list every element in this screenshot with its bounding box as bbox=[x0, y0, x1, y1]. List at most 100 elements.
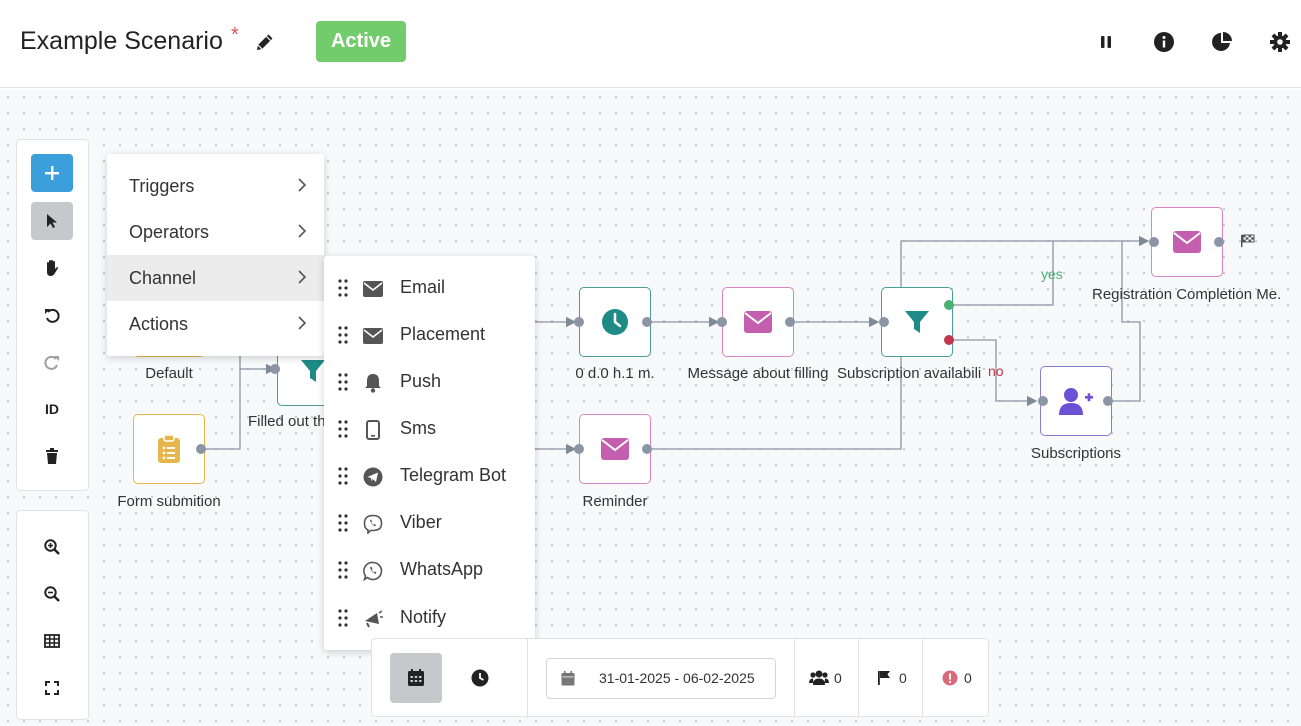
calendar-view-button[interactable] bbox=[390, 653, 442, 703]
node-filter1-label: Filled out th bbox=[248, 413, 326, 430]
node-subscriptions-label: Subscriptions bbox=[1030, 445, 1122, 462]
port-in[interactable] bbox=[574, 317, 584, 327]
divider bbox=[527, 639, 528, 718]
zoom-toolbar bbox=[16, 510, 89, 720]
port-out[interactable] bbox=[642, 317, 652, 327]
submenu-item-label: Placement bbox=[400, 324, 486, 344]
chevron-right-icon bbox=[298, 224, 306, 238]
gear-icon[interactable] bbox=[1268, 30, 1292, 54]
pie-chart-icon[interactable] bbox=[1210, 30, 1234, 54]
zoom-out-button[interactable] bbox=[31, 575, 73, 613]
port-in[interactable] bbox=[270, 364, 280, 374]
add-node-menu: Triggers Operators Channel Actions bbox=[107, 154, 324, 356]
drag-handle-icon bbox=[338, 279, 348, 297]
port-out[interactable] bbox=[1214, 237, 1224, 247]
menu-item-actions[interactable]: Actions bbox=[107, 301, 324, 347]
left-toolbar: ID bbox=[16, 139, 89, 491]
divider bbox=[858, 639, 859, 718]
zoom-out-icon bbox=[44, 586, 60, 602]
node-reminder[interactable] bbox=[579, 414, 651, 484]
time-view-button[interactable] bbox=[454, 653, 506, 703]
select-tool-button[interactable] bbox=[31, 202, 73, 240]
menu-item-operators[interactable]: Operators bbox=[107, 209, 324, 255]
port-in[interactable] bbox=[1038, 396, 1048, 406]
unsaved-marker: * bbox=[231, 24, 239, 46]
port-in[interactable] bbox=[879, 317, 889, 327]
clock-icon bbox=[471, 669, 489, 687]
filter-icon bbox=[301, 360, 325, 382]
date-range-value: 31-01-2025 - 06-02-2025 bbox=[599, 670, 755, 686]
pan-tool-button[interactable] bbox=[31, 249, 73, 287]
id-toggle-button[interactable]: ID bbox=[31, 390, 73, 428]
submenu-item-label: Notify bbox=[400, 607, 447, 627]
plus-icon bbox=[45, 166, 59, 180]
status-badge[interactable]: Active bbox=[316, 21, 406, 62]
envelope-icon bbox=[362, 278, 384, 300]
drag-handle-icon bbox=[338, 514, 348, 532]
fullscreen-button[interactable] bbox=[31, 669, 73, 707]
port-yes[interactable] bbox=[944, 300, 954, 310]
port-out[interactable] bbox=[196, 444, 206, 454]
node-delay[interactable] bbox=[579, 287, 651, 357]
submenu-item-label: Push bbox=[400, 371, 442, 391]
submenu-item-whatsapp[interactable]: WhatsApp bbox=[324, 547, 535, 594]
port-in[interactable] bbox=[717, 317, 727, 327]
menu-item-label: Operators bbox=[129, 221, 210, 242]
calendar-icon bbox=[408, 669, 424, 686]
chevron-right-icon bbox=[298, 316, 306, 330]
date-range-picker[interactable]: 31-01-2025 - 06-02-2025 bbox=[546, 658, 776, 699]
divider bbox=[794, 639, 795, 718]
menu-item-triggers[interactable]: Triggers bbox=[107, 163, 324, 209]
info-icon[interactable] bbox=[1152, 30, 1176, 54]
submenu-item-email[interactable]: Email bbox=[324, 265, 535, 312]
node-reminder-label: Reminder bbox=[582, 493, 648, 510]
grid-button[interactable] bbox=[31, 622, 73, 660]
submenu-item-push[interactable]: Push bbox=[324, 359, 535, 406]
drag-handle-icon bbox=[338, 326, 348, 344]
divider bbox=[922, 639, 923, 718]
menu-item-channel[interactable]: Channel bbox=[107, 255, 324, 301]
node-filter2-label: Subscription availabili bbox=[837, 365, 982, 382]
node-form-submission[interactable] bbox=[133, 414, 205, 484]
add-button[interactable] bbox=[31, 154, 73, 192]
node-default-label: Default bbox=[145, 365, 193, 382]
port-no[interactable] bbox=[944, 335, 954, 345]
submenu-item-viber[interactable]: Viber bbox=[324, 500, 535, 547]
submenu-item-placement[interactable]: Placement bbox=[324, 312, 535, 359]
flag-icon bbox=[878, 671, 890, 685]
delete-button[interactable] bbox=[31, 437, 73, 475]
port-out[interactable] bbox=[785, 317, 795, 327]
port-in[interactable] bbox=[574, 444, 584, 454]
grid-icon bbox=[44, 634, 60, 648]
submenu-item-sms[interactable]: Sms bbox=[324, 406, 535, 453]
zoom-in-button[interactable] bbox=[31, 528, 73, 566]
node-filter-subscription[interactable] bbox=[881, 287, 953, 357]
trash-icon bbox=[46, 448, 58, 464]
redo-button[interactable] bbox=[31, 343, 73, 381]
node-registration[interactable] bbox=[1151, 207, 1223, 277]
pointer-icon bbox=[47, 214, 57, 228]
port-out[interactable] bbox=[1103, 396, 1113, 406]
submenu-item-telegram-bot[interactable]: Telegram Bot bbox=[324, 453, 535, 500]
port-in[interactable] bbox=[1149, 237, 1159, 247]
node-message-label: Message about filling bbox=[687, 365, 829, 382]
envelope-icon bbox=[1173, 231, 1201, 253]
error-icon bbox=[942, 670, 958, 686]
pause-icon[interactable] bbox=[1094, 30, 1118, 54]
drag-handle-icon bbox=[338, 420, 348, 438]
clipboard-icon bbox=[158, 434, 180, 463]
port-out[interactable] bbox=[642, 444, 652, 454]
users-icon bbox=[809, 670, 829, 685]
pencil-icon[interactable] bbox=[253, 30, 277, 54]
submenu-item-notify[interactable]: Notify bbox=[324, 595, 535, 642]
menu-item-label: Actions bbox=[129, 313, 189, 334]
calendar-icon bbox=[561, 671, 575, 686]
redo-icon bbox=[44, 355, 59, 370]
users-count: 0 bbox=[834, 670, 842, 686]
node-subscriptions[interactable] bbox=[1040, 366, 1112, 436]
node-message[interactable] bbox=[722, 287, 794, 357]
undo-button[interactable] bbox=[31, 296, 73, 334]
menu-item-label: Triggers bbox=[129, 175, 195, 196]
chevron-right-icon bbox=[298, 270, 306, 284]
drag-handle-icon bbox=[338, 467, 348, 485]
